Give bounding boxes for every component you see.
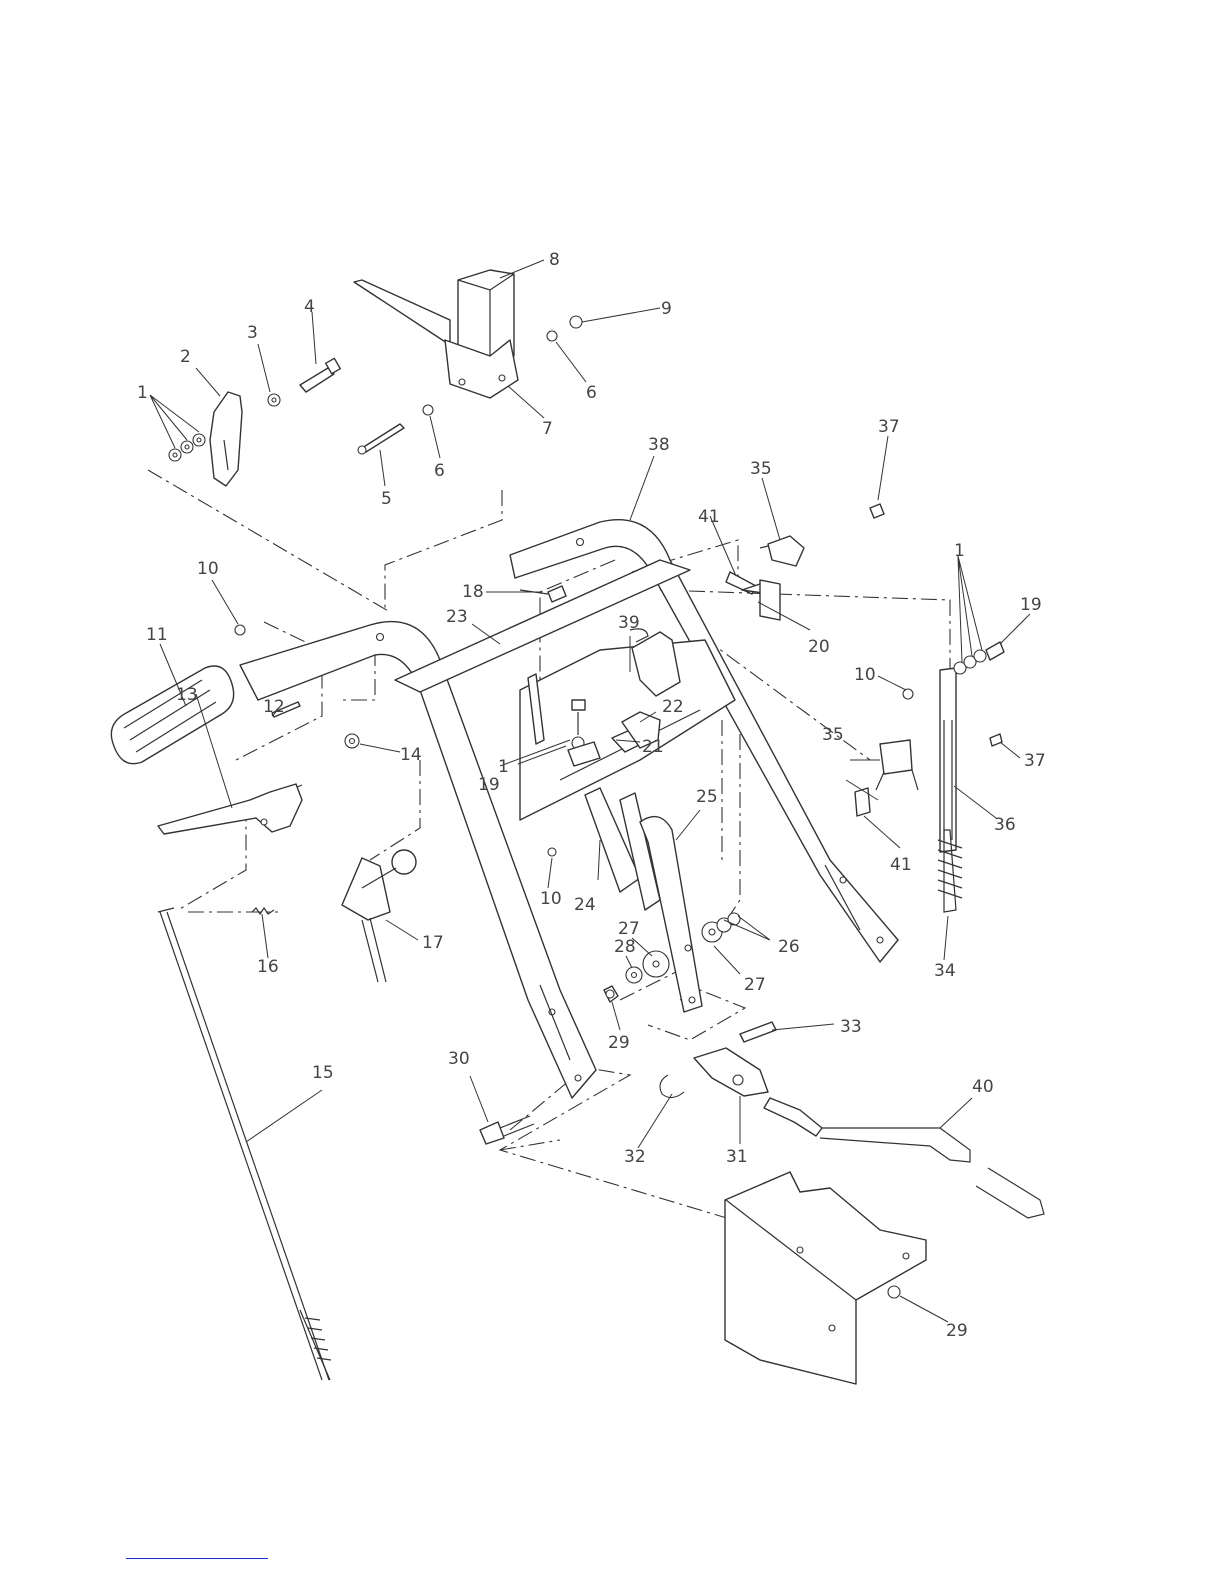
callout-23: 23: [446, 607, 468, 627]
callout-22: 22: [662, 697, 684, 717]
callout-1b: 1: [498, 757, 509, 777]
callout-35a: 35: [750, 459, 772, 479]
handle-frame: [240, 520, 898, 1098]
callout-12: 12: [263, 697, 285, 717]
callout-27a: 27: [618, 919, 640, 939]
callout-19b: 19: [1020, 595, 1042, 615]
callout-4: 4: [304, 297, 315, 317]
footer-rule: [126, 1558, 268, 1559]
callout-32: 32: [624, 1147, 646, 1167]
left-grip-assembly: [111, 625, 416, 1380]
callout-38: 38: [648, 435, 670, 455]
callout-25: 25: [696, 787, 718, 807]
callout-14: 14: [400, 745, 422, 765]
callout-30: 30: [448, 1049, 470, 1069]
callout-34: 34: [934, 961, 956, 981]
callout-15: 15: [312, 1063, 334, 1083]
callout-10b: 10: [540, 889, 562, 909]
callout-37a: 37: [878, 417, 900, 437]
levers-24-25: [585, 788, 702, 1012]
callout-18: 18: [462, 582, 484, 602]
callout-3: 3: [247, 323, 258, 343]
callout-41a: 41: [698, 507, 720, 527]
callout-11: 11: [146, 625, 168, 645]
callout-10c: 10: [854, 665, 876, 685]
callout-36: 36: [994, 815, 1016, 835]
callout-31: 31: [726, 1147, 748, 1167]
callout-41b: 41: [890, 855, 912, 875]
callout-39: 39: [618, 613, 640, 633]
callout-29a: 29: [608, 1033, 630, 1053]
callout-17: 17: [422, 933, 444, 953]
lower-bracket: [725, 1172, 926, 1384]
callout-8: 8: [549, 250, 560, 270]
callout-33: 33: [840, 1017, 862, 1037]
callout-37b: 37: [1024, 751, 1046, 771]
callout-26: 26: [778, 937, 800, 957]
callout-10a: 10: [197, 559, 219, 579]
callout-28: 28: [614, 937, 636, 957]
callout-5: 5: [381, 489, 392, 509]
callout-24: 24: [574, 895, 596, 915]
callout-6a: 6: [434, 461, 445, 481]
callout-20: 20: [808, 637, 830, 657]
right-linkage: [726, 504, 1004, 912]
callout-19a: 19: [478, 775, 500, 795]
callout-1c: 1: [954, 541, 965, 561]
callout-27b: 27: [744, 975, 766, 995]
callout-40: 40: [972, 1077, 994, 1097]
callout-2: 2: [180, 347, 191, 367]
callout-1: 1: [137, 383, 148, 403]
callout-16: 16: [257, 957, 279, 977]
callout-29b: 29: [946, 1321, 968, 1341]
callout-7: 7: [542, 419, 553, 439]
callout-13: 13: [176, 685, 198, 705]
callout-35b: 35: [822, 725, 844, 745]
top-lever-assembly: [169, 270, 582, 486]
callout-6b: 6: [586, 383, 597, 403]
callout-9: 9: [661, 299, 672, 319]
callout-21: 21: [642, 737, 664, 757]
